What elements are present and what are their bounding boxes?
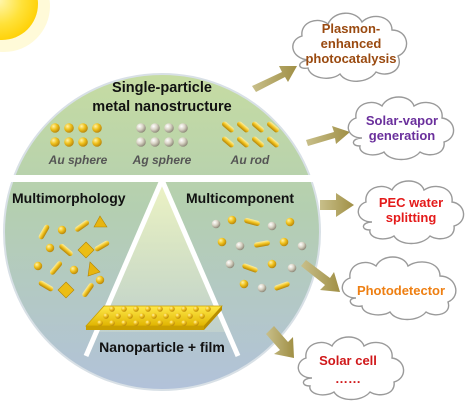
horizontal-divider (6, 175, 318, 182)
photocatalysis-line2: enhanced (321, 36, 382, 51)
arrow-to-photocatalysis (252, 66, 297, 92)
arrow-to-photodetector (301, 260, 340, 292)
cloud-photodetector (341, 256, 457, 321)
solar-cell-line1: Solar cell (319, 353, 377, 368)
pec-line1: PEC water (379, 195, 443, 210)
center-title-line2: metal nanostructure (92, 99, 231, 115)
multicomponent-label: Multicomponent (186, 190, 294, 206)
cloud-photocatalysis (292, 12, 408, 82)
cloud-solar-cell (297, 336, 405, 401)
light-beam (98, 182, 226, 332)
solar-cell-line2: …… (335, 371, 361, 386)
ag-sphere-array (136, 123, 188, 147)
nanoparticle-film (85, 305, 223, 330)
sun-icon (0, 0, 50, 52)
right-divider (159, 179, 241, 357)
main-circle (3, 73, 321, 391)
ag-sphere-label: Ag sphere (132, 153, 192, 167)
solar-vapor-line1: Solar-vapor (366, 113, 438, 128)
center-title-line1: Single-particle (112, 80, 212, 96)
au-rod-label: Au rod (230, 153, 270, 167)
arrow-to-solar-vapor (306, 126, 350, 146)
photodetector-label: Photodetector (357, 283, 445, 298)
cloud-pec (357, 180, 465, 245)
au-sphere-label: Au sphere (48, 153, 108, 167)
nanoparticle-film-label: Nanoparticle + film (99, 339, 225, 355)
au-rod-array (222, 121, 279, 148)
multimorphology-particles (33, 215, 110, 299)
photocatalysis-line3: photocatalysis (305, 51, 396, 66)
cloud-solar-vapor (347, 96, 455, 161)
au-sphere-array (50, 123, 102, 147)
multimorphology-label: Multimorphology (12, 190, 126, 206)
solar-vapor-line2: generation (369, 128, 436, 143)
arrow-to-pec (320, 193, 354, 217)
pec-line2: splitting (386, 210, 437, 225)
multicomponent-particles (211, 215, 307, 293)
photocatalysis-line1: Plasmon- (322, 21, 381, 36)
arrow-to-solar-cell (266, 326, 294, 358)
